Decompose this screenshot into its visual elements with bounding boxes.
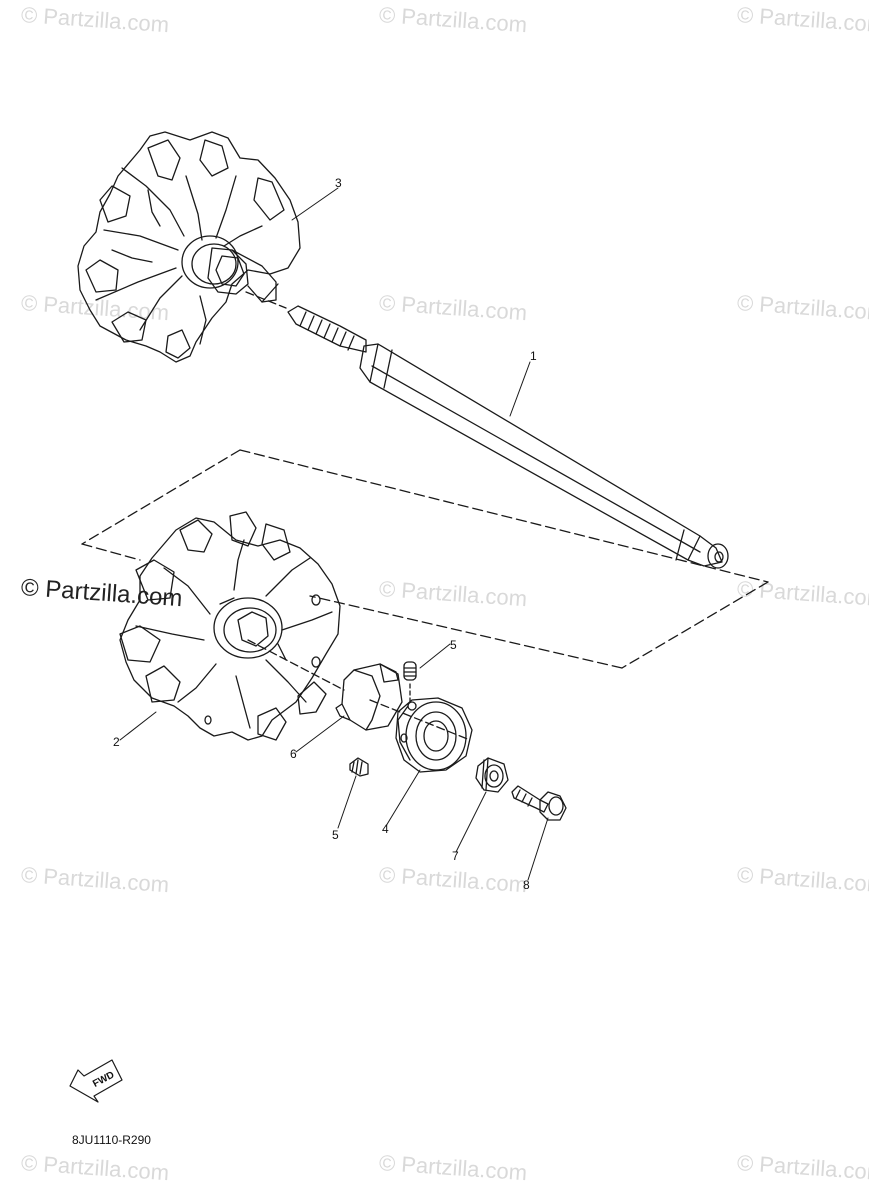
bearing xyxy=(395,697,473,773)
sprocket-upper xyxy=(77,131,301,363)
set-screw-bottom xyxy=(349,757,369,777)
fwd-label: FWD xyxy=(91,1070,116,1090)
nut xyxy=(475,757,509,793)
sprocket-lower xyxy=(119,511,341,741)
callout-3: 3 xyxy=(335,176,342,190)
bearing-cap xyxy=(335,663,403,731)
callout-5b: 5 xyxy=(332,828,339,842)
callout-7: 7 xyxy=(452,849,459,863)
diagram-code: 8JU1110-R290 xyxy=(72,1133,151,1147)
fwd-arrow-icon xyxy=(69,1059,123,1103)
callout-8: 8 xyxy=(523,878,530,892)
alignment-lines xyxy=(81,449,769,669)
leader-lines xyxy=(119,187,549,881)
callout-6: 6 xyxy=(290,747,297,761)
drive-shaft xyxy=(287,305,729,569)
callout-4: 4 xyxy=(382,822,389,836)
bolt xyxy=(511,785,567,821)
set-screw-top xyxy=(403,661,417,703)
callout-2: 2 xyxy=(113,735,120,749)
callout-1: 1 xyxy=(530,349,537,363)
callout-5a: 5 xyxy=(450,638,457,652)
